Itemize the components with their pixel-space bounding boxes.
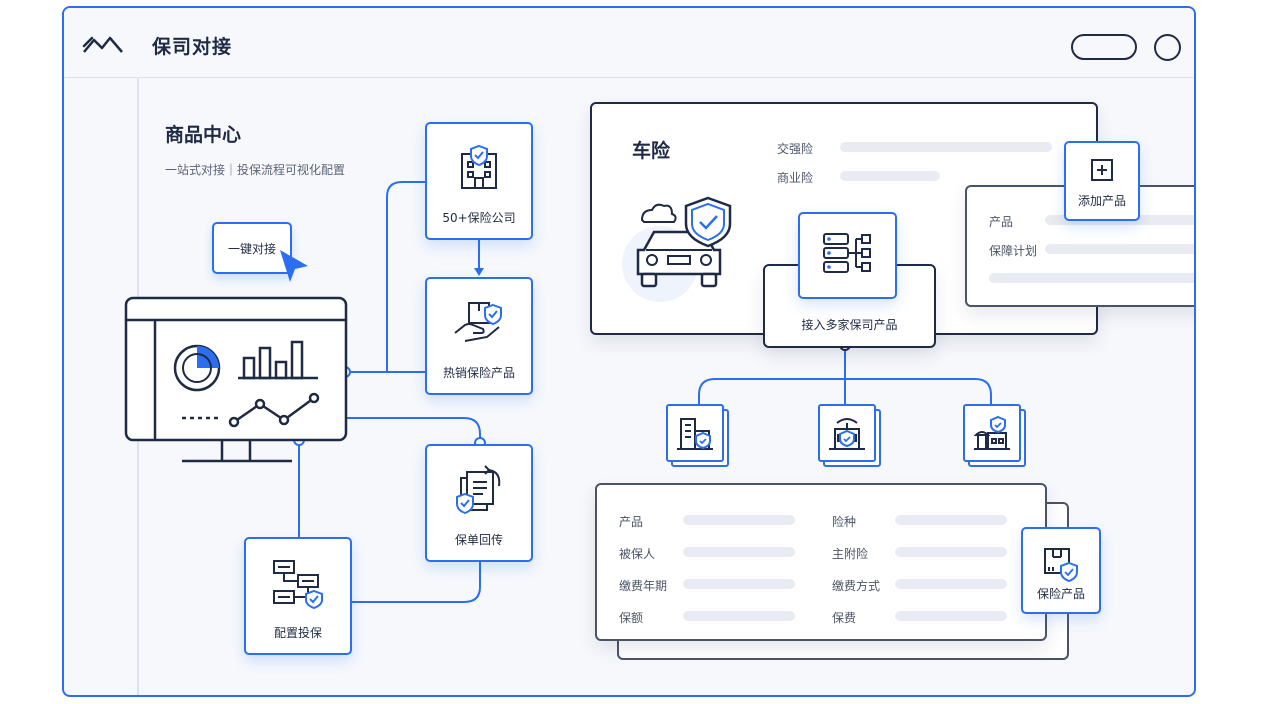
field-label: 主附险: [832, 547, 869, 561]
node-policy-return[interactable]: 保单回传: [425, 444, 533, 562]
insurer-tile-3[interactable]: [963, 404, 1026, 467]
insurer-tile-2[interactable]: [818, 404, 881, 467]
server-tree-icon: [822, 233, 871, 273]
field-bar: [840, 171, 940, 181]
node-config-insure[interactable]: 配置投保: [244, 537, 352, 655]
field-bar: [840, 142, 1052, 152]
field-bar: [895, 515, 1007, 525]
node-label: 配置投保: [273, 626, 322, 640]
main-canvas: 商品中心 一站式对接｜投保流程可视化配置 一键对接: [64, 8, 1194, 695]
field-label: 保费: [832, 611, 857, 625]
field-bar: [895, 579, 1007, 589]
field-label: 保额: [619, 611, 644, 625]
detail-panel: 产品 被保人 缴费年期 保额 险种 主附险 缴费方式 保费: [595, 483, 1047, 641]
monitor-chart-icon: [124, 296, 348, 463]
connect-hub-icon-tile[interactable]: [798, 212, 897, 299]
field-label: 产品: [619, 515, 644, 529]
field-label: 被保人: [619, 547, 656, 561]
node-label: 热销保险产品: [442, 366, 515, 380]
node-label: 50+保险公司: [442, 211, 516, 225]
insurance-product-tile[interactable]: 保险产品: [1021, 527, 1101, 614]
one-click-connect-button[interactable]: 一键对接: [212, 222, 292, 274]
field-label: 产品: [989, 215, 1014, 229]
node-hot-products[interactable]: 热销保险产品: [425, 277, 533, 395]
building-shield-icon: [461, 144, 497, 189]
logo-icon[interactable]: [82, 32, 124, 56]
field-label: 缴费方式: [832, 579, 881, 593]
window-pill-button[interactable]: [1071, 34, 1137, 60]
field-bar: [683, 547, 795, 557]
field-label: 缴费年期: [619, 579, 668, 593]
node-label: 保险产品: [1036, 587, 1085, 601]
hand-box-icon: [454, 302, 502, 342]
section-title: 商品中心: [165, 124, 242, 146]
car-shield-icon: [622, 196, 732, 302]
car-panel-title: 车险: [632, 140, 671, 162]
document-return-icon: [456, 465, 501, 515]
field-bar: [1045, 244, 1194, 254]
node-label: 添加产品: [1077, 194, 1126, 208]
window-dot-button[interactable]: [1154, 34, 1181, 61]
field-bar: [989, 273, 1194, 283]
connect-hub-label: 接入多家保司产品: [801, 318, 898, 332]
add-product-button[interactable]: 添加产品: [1064, 141, 1140, 221]
box-shield-icon: [1044, 548, 1078, 583]
flow-config-icon: [273, 560, 323, 609]
field-label: 交强险: [777, 142, 814, 156]
field-label: 商业险: [777, 171, 814, 185]
field-bar: [683, 579, 795, 589]
section-subtitle: 一站式对接｜投保流程可视化配置: [165, 163, 346, 177]
building-shield-icon: [677, 418, 713, 450]
add-square-icon: [1091, 159, 1113, 181]
field-bar: [683, 515, 795, 525]
insurer-tile-1[interactable]: [666, 404, 729, 467]
field-label: 保障计划: [989, 244, 1038, 258]
node-label: 保单回传: [454, 533, 503, 547]
building-shield-icon: [829, 418, 865, 450]
app-title: 保司对接: [152, 36, 233, 58]
app-window: 保司对接: [62, 6, 1196, 697]
field-bar: [895, 547, 1007, 557]
field-label: 险种: [832, 515, 857, 529]
cursor-icon: [280, 250, 308, 282]
building-shield-icon: [973, 415, 1010, 450]
app-header: 保司对接: [64, 8, 1194, 78]
field-bar: [895, 611, 1007, 621]
node-insurance-companies[interactable]: 50+保险公司: [425, 122, 533, 240]
field-bar: [683, 611, 795, 621]
